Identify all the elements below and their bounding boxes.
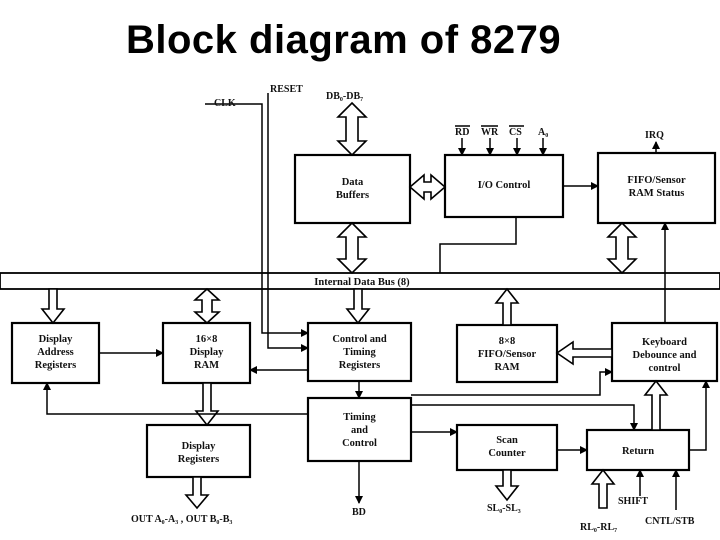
rl-to-return-arrow xyxy=(590,468,616,509)
block-display-ram: 16×8 Display RAM xyxy=(161,321,252,385)
block-fifo-sensor-ram-line-3: RAM xyxy=(494,362,519,373)
bd-label: BD xyxy=(352,507,366,518)
io-control-down-line xyxy=(439,217,517,273)
block-control-timing-registers-line-2: Timing xyxy=(343,347,376,358)
block-display-ram-line-2: Display xyxy=(190,347,225,358)
block-keyboard-debounce-line-1: Keyboard xyxy=(642,337,687,348)
display-registers-to-out-arrow xyxy=(184,476,210,510)
block-keyboard-debounce: Keyboard Debounce and control xyxy=(610,321,719,383)
buffers-bus-double-arrow xyxy=(336,221,368,275)
reset-line xyxy=(267,93,309,352)
bus-to-address-registers-arrow xyxy=(40,288,66,325)
return-to-keyboard-arrow xyxy=(643,379,669,431)
block-display-address-registers-line-3: Registers xyxy=(35,360,76,371)
bus-display-ram-double-arrow xyxy=(192,287,222,325)
fifo-ram-to-bus-arrow xyxy=(494,287,520,326)
block-fifo-sensor-ram-line-2: FIFO/Sensor xyxy=(478,349,537,360)
block-scan-counter-line-1: Scan xyxy=(496,435,518,446)
block-keyboard-debounce-line-2: Debounce and xyxy=(633,350,697,361)
block-data-buffers: Data Buffers xyxy=(293,153,412,225)
scan-lines-label: SL₀-SL₃ xyxy=(487,503,521,514)
slide-title: Block diagram of 8279 xyxy=(126,18,562,62)
fifo-status-bus-double-arrow xyxy=(606,221,638,275)
block-keyboard-debounce-line-3: control xyxy=(649,363,681,374)
return-keyboard-right-line xyxy=(689,380,710,451)
block-display-registers: Display Registers xyxy=(145,423,252,479)
block-timing-control: Timing and Control xyxy=(306,396,413,463)
block-diagram-8279: Internal Data Bus (8) Data Buffers I/O C… xyxy=(0,84,720,533)
timing-to-address-loop xyxy=(43,382,308,415)
block-display-ram-line-1: 16×8 xyxy=(196,334,218,345)
reset-label: RESET xyxy=(270,84,303,95)
buffers-io-double-arrow xyxy=(408,173,447,201)
out-label: OUT A₀-A₃ , OUT B₀-B₃ xyxy=(131,514,232,525)
block-data-buffers-line-2: Buffers xyxy=(336,190,369,201)
block-scan-counter-line-2: Counter xyxy=(488,448,526,459)
block-display-registers-line-1: Display xyxy=(182,441,217,452)
block-fifo-status: FIFO/Sensor RAM Status xyxy=(596,151,717,225)
block-display-ram-line-3: RAM xyxy=(194,360,219,371)
rd-label: RD xyxy=(455,127,469,138)
block-timing-control-line-2: and xyxy=(351,425,368,436)
block-return: Return xyxy=(585,428,691,472)
block-io-control-line-1: I/O Control xyxy=(478,180,531,191)
block-display-address-registers-line-2: Address xyxy=(37,347,74,358)
wr-label: WR xyxy=(481,127,499,138)
cs-label: CS xyxy=(509,127,522,138)
block-fifo-sensor-ram-line-1: 8×8 xyxy=(499,336,515,347)
block-display-registers-line-2: Registers xyxy=(178,454,219,465)
block-display-address-registers-line-1: Display xyxy=(39,334,74,345)
control-to-keyboard-line xyxy=(411,368,613,396)
internal-data-bus-label: Internal Data Bus (8) xyxy=(314,277,410,288)
block-control-timing-registers-line-3: Registers xyxy=(339,360,380,371)
block-data-buffers-line-1: Data xyxy=(342,177,364,188)
cntl-label: CNTL/STB xyxy=(645,516,695,527)
clk-line xyxy=(205,103,309,337)
block-fifo-status-line-1: FIFO/Sensor xyxy=(627,175,686,186)
bus-to-control-registers-arrow xyxy=(345,288,371,325)
clk-label: CLK xyxy=(214,98,236,109)
block-display-address-registers: Display Address Registers xyxy=(10,321,101,385)
data-bus-label: DB₀-DB₇ xyxy=(326,91,363,102)
block-scan-counter: Scan Counter xyxy=(455,423,559,472)
block-control-timing-registers-line-1: Control and xyxy=(332,334,387,345)
block-timing-control-line-3: Control xyxy=(342,438,377,449)
block-return-line-1: Return xyxy=(622,446,654,457)
data-bus-double-arrow xyxy=(336,101,368,157)
block-fifo-sensor-ram: 8×8 FIFO/Sensor RAM xyxy=(455,323,559,384)
keyboard-to-fifo-ram-arrow xyxy=(555,340,613,366)
return-lines-label: RL₀-RL₇ xyxy=(580,522,617,533)
block-io-control: I/O Control xyxy=(443,153,565,219)
block-fifo-status-line-2: RAM Status xyxy=(629,188,685,199)
block-timing-control-line-1: Timing xyxy=(343,412,376,423)
a0-label: A₀ xyxy=(538,127,548,138)
shift-label: SHIFT xyxy=(618,496,648,507)
control-to-return-line xyxy=(411,404,638,431)
block-control-timing-registers: Control and Timing Registers xyxy=(306,321,413,383)
scan-counter-to-sl-arrow xyxy=(494,469,520,502)
display-ram-to-registers-arrow xyxy=(194,382,220,427)
irq-label: IRQ xyxy=(645,130,664,141)
